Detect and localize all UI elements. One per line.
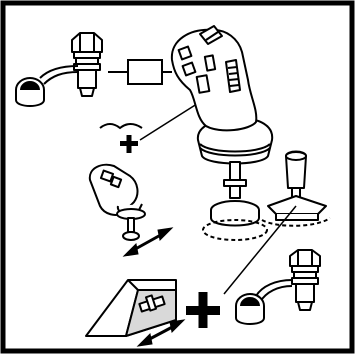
- bracket: [100, 124, 142, 128]
- leader-line-1: [140, 102, 200, 140]
- plus-sign-bottom: [186, 292, 220, 328]
- wedge-module: [86, 280, 176, 336]
- small-joystick: [90, 165, 145, 240]
- secondary-connector: [236, 250, 320, 324]
- connector-tag: [108, 60, 172, 84]
- single-lever: [262, 152, 330, 226]
- main-connector: [16, 33, 102, 106]
- main-joystick: [172, 26, 272, 240]
- plus-sign-top: [120, 135, 138, 153]
